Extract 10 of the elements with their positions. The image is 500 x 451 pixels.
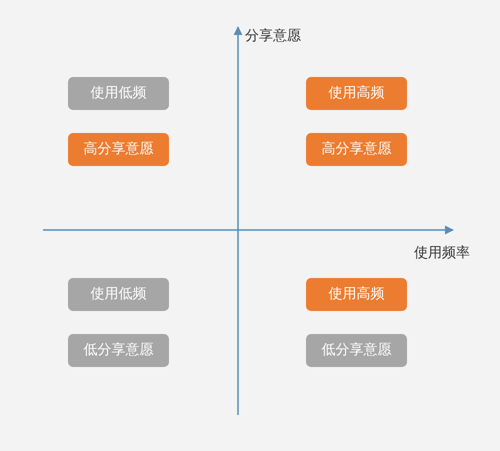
quadrant-box: 低分享意愿 xyxy=(306,334,407,367)
quadrant-box: 使用高频 xyxy=(306,77,407,110)
axis-label: 分享意愿 xyxy=(245,27,301,46)
quadrant-box: 高分享意愿 xyxy=(306,133,407,166)
quadrant-box: 使用高频 xyxy=(306,278,407,311)
quadrant-box: 使用低频 xyxy=(68,77,169,110)
quadrant-box: 使用低频 xyxy=(68,278,169,311)
axis-label: 使用频率 xyxy=(414,244,470,263)
quadrant-box: 高分享意愿 xyxy=(68,133,169,166)
quadrant-box: 低分享意愿 xyxy=(68,334,169,367)
